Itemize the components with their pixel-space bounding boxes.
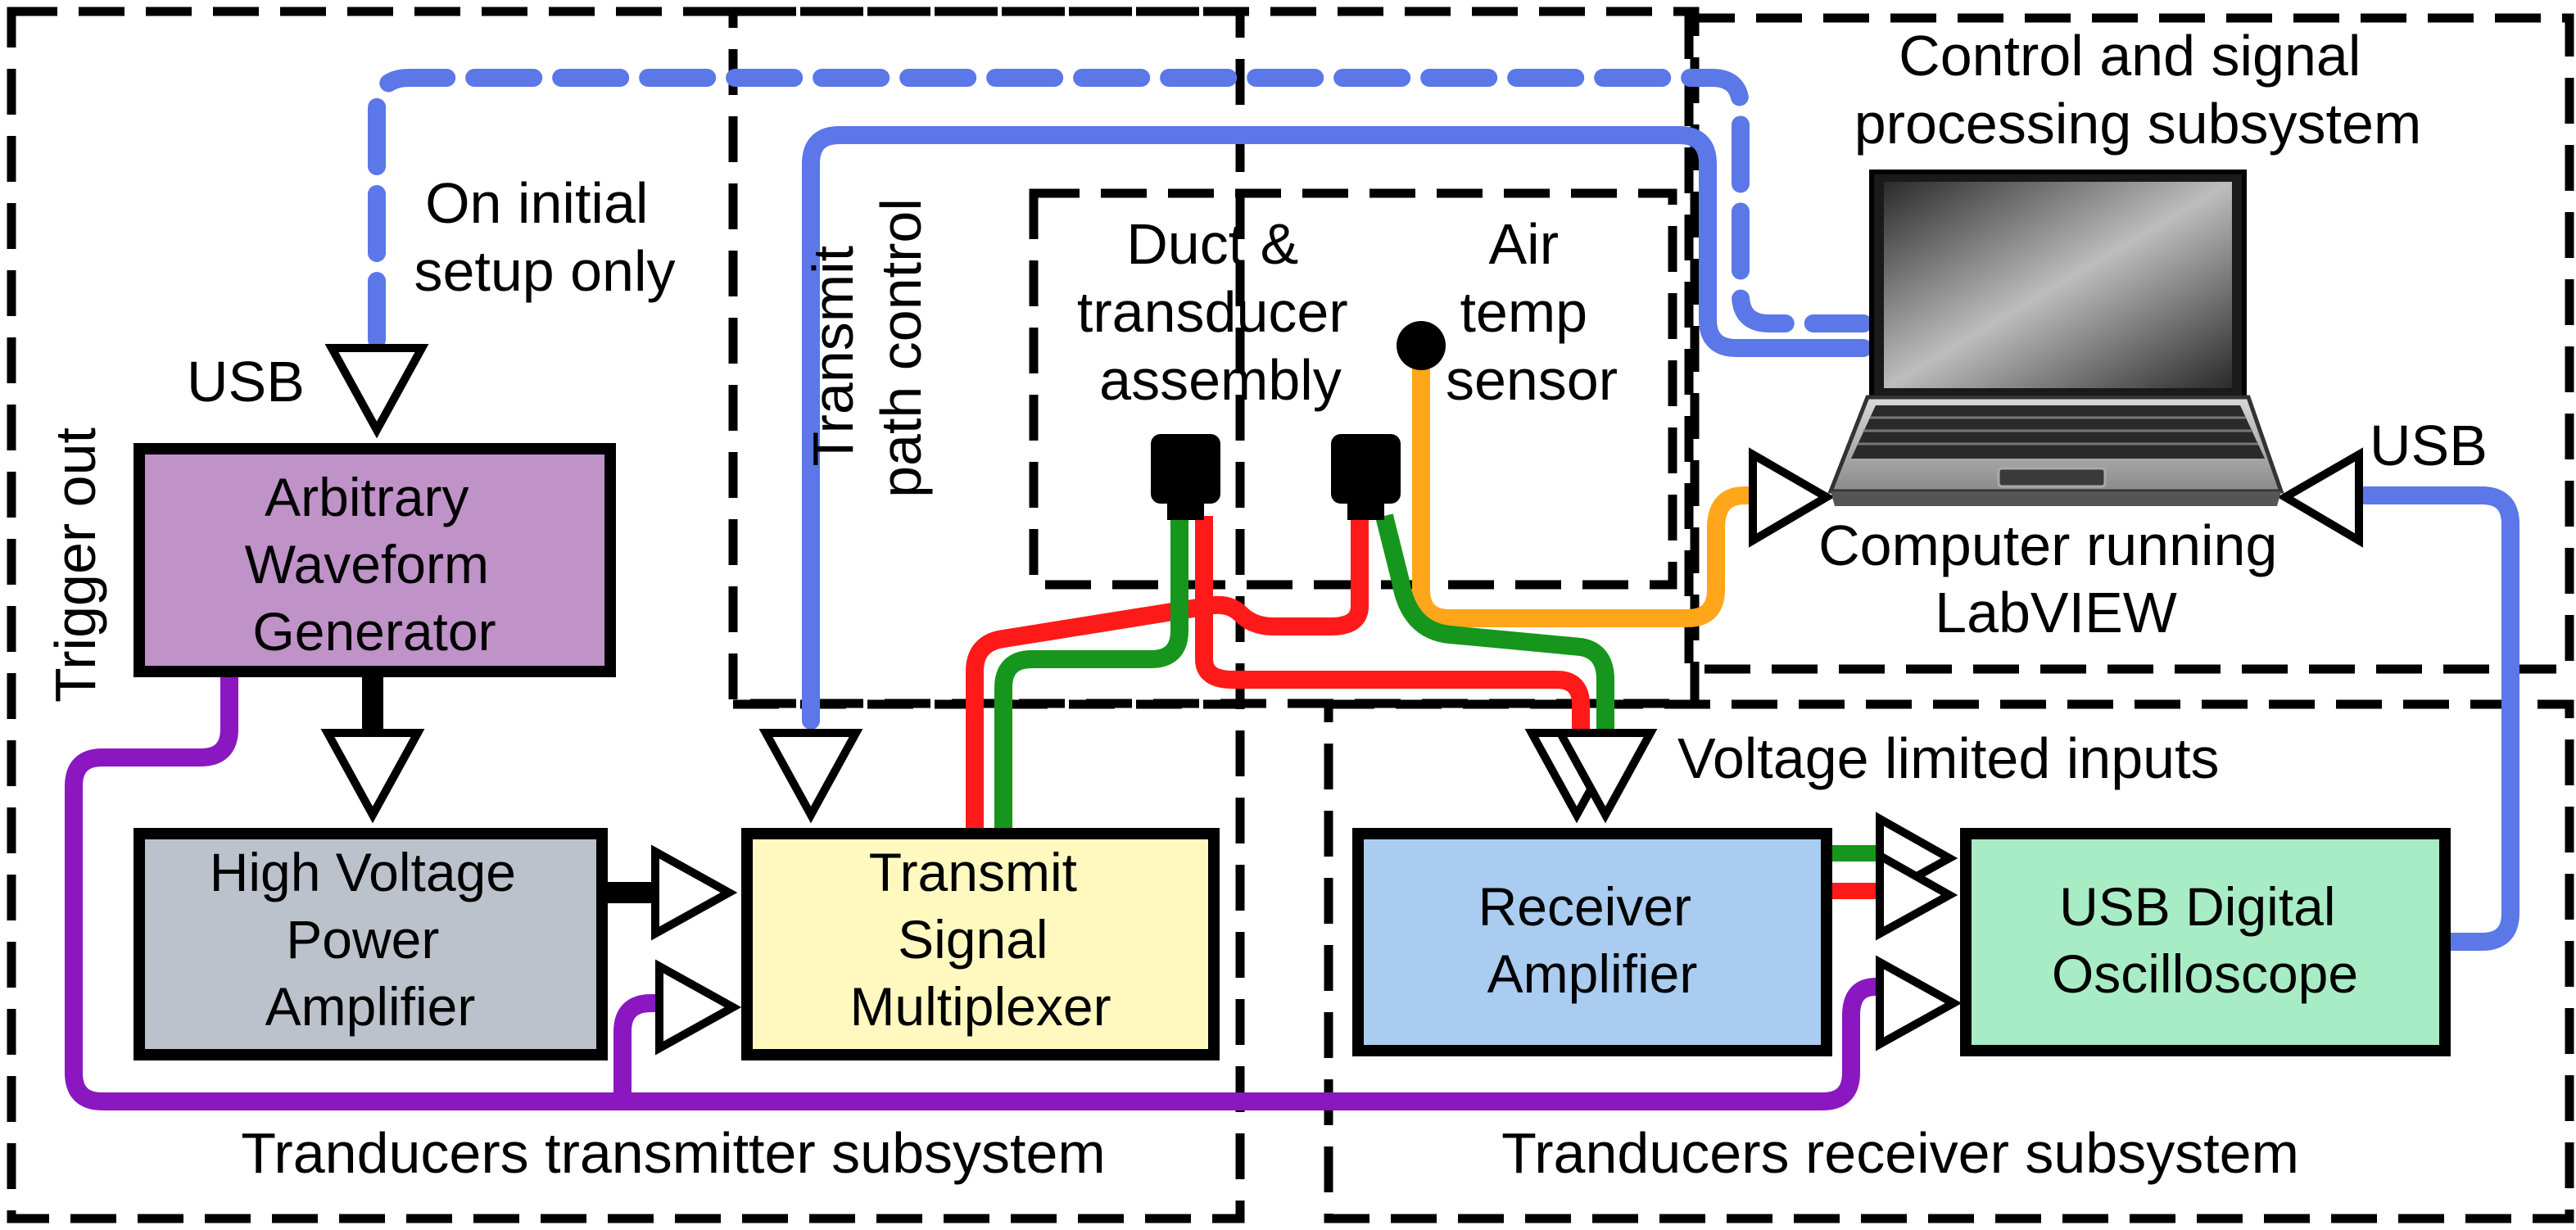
path-control-wire xyxy=(802,126,1872,730)
hvpa-block xyxy=(134,828,608,1060)
multiplexer-trigger-connector-icon xyxy=(655,959,742,1056)
usb-oscilloscope-wire xyxy=(2346,486,2519,951)
duct-assembly-label: Duct & transducer assembly xyxy=(1077,212,1364,412)
usb-awg-connector-icon xyxy=(324,344,429,439)
temp-sensor-connector-icon xyxy=(1749,447,1835,548)
transducer-2-icon xyxy=(1331,434,1401,520)
receiver-amplifier-block xyxy=(1352,828,1832,1056)
hvpa-label: High Voltage Power Amplifier xyxy=(210,842,532,1037)
receiver-input-2-connector-icon xyxy=(1553,729,1658,824)
awg-label: Arbitrary Waveform Generator xyxy=(245,467,505,662)
voltage-limited-label: Voltage limited inputs xyxy=(1677,726,2220,790)
path-control-connector-icon xyxy=(758,729,863,824)
transducer-2-green-wire xyxy=(1375,513,1614,729)
awg-output-connector-icon xyxy=(320,729,425,824)
transducer-1-green-wire xyxy=(994,516,1188,831)
oscilloscope-input-2-connector-icon xyxy=(1876,848,1958,941)
computer-label: Computer running LabVIEW xyxy=(1818,513,2293,644)
transmitter-subsystem-title: Tranducers transmitter subsystem xyxy=(241,1121,1106,1185)
usb-setup-dashed-wire xyxy=(368,69,1872,349)
receiver-amplifier-label: Receiver Amplifier xyxy=(1478,876,1707,1004)
usb-left-label: USB xyxy=(187,350,305,414)
control-subsystem-title: Control and signal processing subsystem xyxy=(1854,24,2422,156)
multiplexer-block xyxy=(741,828,1220,1060)
oscilloscope-label: USB Digital Oscilloscope xyxy=(2052,876,2358,1004)
multiplexer-label: Transmit Signal Multiplexer xyxy=(849,842,1111,1037)
oscilloscope-trigger-connector-icon xyxy=(1876,955,1963,1051)
transducer-2-red-wire xyxy=(966,516,1369,831)
initial-setup-note: On initial setup only xyxy=(414,171,675,303)
air-temp-sensor-wire xyxy=(1412,348,1769,627)
path-control-label: Transmit path control xyxy=(801,198,933,498)
air-temp-sensor-icon xyxy=(1397,321,1446,370)
multiplexer-input-connector-icon xyxy=(651,844,738,941)
control-subsystem-boundary xyxy=(1684,13,2574,674)
trigger-multiplexer-branch xyxy=(613,994,663,1101)
transducer-1-icon xyxy=(1151,434,1220,520)
oscilloscope-block xyxy=(1960,828,2451,1056)
usb-computer-connector-icon xyxy=(2277,447,2363,548)
path-control-boundary xyxy=(728,7,1700,708)
receiver-subsystem-title: Tranducers receiver subsystem xyxy=(1501,1121,2299,1185)
awg-block xyxy=(134,443,616,677)
trigger-out-wire xyxy=(65,676,1884,1110)
laptop-icon xyxy=(1827,170,2284,506)
air-temp-sensor-label: Air temp sensor xyxy=(1446,212,1618,412)
transducer-1-red-wire xyxy=(1195,516,1590,729)
usb-right-label: USB xyxy=(2370,414,2488,477)
trigger-out-label: Trigger out xyxy=(43,427,107,703)
receiver-subsystem-boundary xyxy=(1324,699,2574,1223)
